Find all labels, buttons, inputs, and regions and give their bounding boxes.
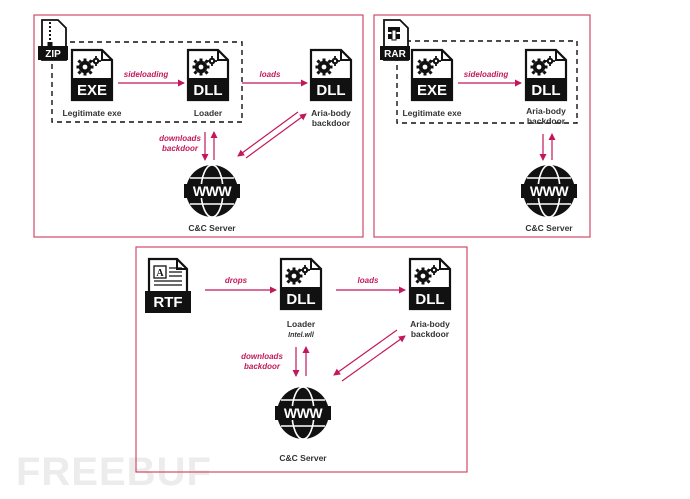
svg-text:DLL: DLL: [316, 82, 345, 99]
panel-zip: ZIP EXE Legitimate exe DLL Loader DLL Ar…: [33, 14, 364, 238]
rtf-document-icon: A RTF: [145, 257, 191, 313]
downloads-label-1: downloads: [159, 134, 201, 143]
svg-text:A: A: [156, 268, 164, 279]
rtf-aria-dll-icon: DLL: [408, 257, 452, 311]
rar-archive-icon: RAR: [380, 19, 410, 61]
rtf-loader-dll-icon: DLL: [279, 257, 323, 311]
www-globe-icon: [183, 164, 241, 218]
rtf-aria-label-1: Aria-body: [410, 319, 450, 329]
panel-rar: RAR EXE Legitimate exe DLL Aria-body bac…: [373, 14, 591, 238]
zip-archive-icon: ZIP: [38, 19, 68, 61]
aria-to-server-arrow: [237, 111, 299, 157]
svg-text:EXE: EXE: [417, 82, 447, 99]
rar-aria-label-1: Aria-body: [526, 106, 566, 116]
rar-tag-text: RAR: [384, 49, 406, 60]
rtf-downloads-label-2: backdoor: [244, 362, 281, 371]
rar-aria-dll-icon: DLL: [524, 48, 568, 102]
rar-aria-label-2: backdoor: [527, 116, 566, 126]
rar-www-globe-icon: [520, 164, 578, 218]
rtf-www-globe-icon: [274, 386, 332, 440]
rar-server-label: C&C Server: [525, 223, 573, 233]
sideloading-label: sideloading: [124, 70, 169, 79]
zip-aria-label-1: Aria-body: [311, 108, 351, 118]
rar-exe-label: Legitimate exe: [402, 108, 461, 118]
panel-rtf: A RTF DLL Loader Intel.wll DLL Aria-body…: [135, 246, 468, 473]
rar-exe-file-icon: EXE: [410, 48, 454, 102]
rtf-loader-sublabel: Intel.wll: [288, 332, 315, 339]
zip-server-label: C&C Server: [188, 223, 236, 233]
svg-text:DLL: DLL: [415, 291, 444, 308]
rtf-server-label: C&C Server: [279, 453, 327, 463]
exe-file-icon: EXE: [70, 48, 114, 102]
server-to-aria-arrow: [245, 113, 307, 159]
zip-loader-label: Loader: [194, 108, 223, 118]
svg-text:DLL: DLL: [193, 82, 222, 99]
rtf-downloads-label-1: downloads: [241, 352, 283, 361]
rtf-aria-to-server-arrow: [333, 329, 398, 376]
loader-dll-icon: DLL: [186, 48, 230, 102]
zip-tag-text: ZIP: [45, 49, 61, 60]
aria-dll-icon: DLL: [309, 48, 353, 102]
zip-exe-label: Legitimate exe: [62, 108, 121, 118]
rtf-aria-label-2: backdoor: [411, 329, 450, 339]
loads-label: loads: [260, 70, 281, 79]
rar-sideloading-label: sideloading: [464, 70, 509, 79]
zip-aria-label-2: backdoor: [312, 118, 351, 128]
rtf-loader-label: Loader: [287, 319, 316, 329]
svg-text:DLL: DLL: [286, 291, 315, 308]
downloads-label-2: backdoor: [162, 144, 199, 153]
svg-text:DLL: DLL: [531, 82, 560, 99]
rtf-loads-label: loads: [358, 276, 379, 285]
svg-text:EXE: EXE: [77, 82, 107, 99]
svg-text:RTF: RTF: [153, 294, 182, 311]
drops-label: drops: [225, 276, 248, 285]
rtf-server-to-aria-arrow: [341, 335, 406, 382]
